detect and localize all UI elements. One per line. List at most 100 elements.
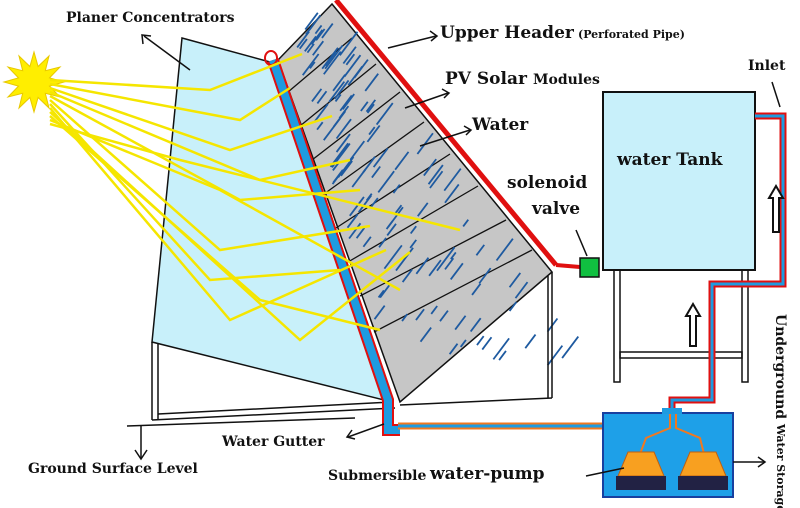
water-streak <box>332 110 347 128</box>
label-submersible: Submersible <box>328 468 427 484</box>
water-streak <box>450 262 464 280</box>
sun-ray <box>49 86 333 152</box>
water-streak <box>321 23 334 39</box>
water-streak <box>364 73 379 92</box>
water-streak <box>304 35 317 52</box>
water-streak <box>349 196 365 217</box>
water-streak <box>366 103 375 114</box>
water-streak <box>409 239 417 249</box>
water-streak <box>514 281 529 299</box>
water-streak <box>409 225 417 235</box>
water-streak <box>423 158 437 177</box>
water-streak <box>443 168 462 192</box>
water-streak <box>328 81 346 103</box>
water-streak <box>450 251 457 260</box>
sun-ray <box>49 99 371 252</box>
water-streak <box>401 313 408 322</box>
label-arrows <box>141 30 473 440</box>
water-streak <box>448 343 459 355</box>
sun-ray <box>49 115 381 332</box>
water-streak <box>471 283 482 296</box>
water-streak <box>430 305 438 315</box>
water-streak <box>478 267 492 284</box>
water-tank <box>602 91 756 271</box>
water-streak <box>377 170 395 193</box>
water-streak <box>377 289 385 298</box>
water-streak <box>312 40 325 56</box>
submersible-pump-1 <box>616 451 666 490</box>
sun-rays <box>49 52 461 342</box>
water-streak <box>311 88 323 102</box>
water-streak <box>343 54 362 78</box>
water-streak <box>370 197 379 208</box>
water-streak <box>339 31 359 56</box>
water-streak <box>302 53 320 76</box>
water-streak <box>375 102 394 126</box>
water-streak <box>357 194 372 213</box>
water-streak <box>321 47 339 70</box>
water-streak <box>298 38 308 50</box>
water-streak <box>429 170 444 189</box>
sun-ray <box>49 118 401 292</box>
water-streak <box>475 244 485 256</box>
water-streak <box>469 317 482 333</box>
water-streak <box>324 44 344 70</box>
water-streak <box>310 29 324 45</box>
label-planer-concentrators: Planer Concentrators <box>66 10 235 26</box>
sun-ray <box>49 107 387 322</box>
storage-arrowhead <box>757 456 767 468</box>
water-streak <box>332 74 346 92</box>
label-inlet: Inlet <box>748 58 786 74</box>
water-streak <box>314 24 323 35</box>
label-water-gutter: Water Gutter <box>222 434 325 450</box>
sun-icon <box>2 50 66 114</box>
label-valve: valve <box>532 199 581 219</box>
concentrator-frame <box>151 342 396 421</box>
valve-label-arrow <box>575 229 588 257</box>
water-streak <box>392 184 401 194</box>
water-streak <box>304 12 319 31</box>
water-streak <box>395 247 414 272</box>
water-streak <box>415 308 425 321</box>
water-streak <box>366 124 381 143</box>
water-streak <box>385 220 394 230</box>
water-streak <box>314 103 329 122</box>
water-streak <box>342 46 357 65</box>
water-streak <box>355 227 366 239</box>
label-pv-solar: PV Solar <box>445 69 527 89</box>
water-streak <box>546 345 564 366</box>
water-streak <box>341 93 355 110</box>
ground-surface-line <box>126 417 356 427</box>
water-streak <box>334 79 350 100</box>
water-streak <box>335 118 352 140</box>
flow-up-arrow-2 <box>684 302 702 347</box>
flow-up-arrow-1 <box>767 184 785 233</box>
water-streak <box>444 183 460 204</box>
water-streak <box>345 53 356 66</box>
water-streak <box>372 147 389 168</box>
water-streak <box>362 236 372 248</box>
sun-ray <box>49 122 461 232</box>
water-streak <box>348 222 362 240</box>
label-underground-water-storage: Underground Water Storage <box>772 314 788 508</box>
water-streak <box>436 246 456 272</box>
water-streak <box>492 337 510 360</box>
water-streak <box>332 162 340 171</box>
valve-pipe <box>555 263 581 269</box>
water-streak <box>454 315 467 331</box>
label-water: Water <box>472 115 529 135</box>
water-streak <box>340 160 353 177</box>
water-streak <box>459 339 467 348</box>
water-streak <box>417 202 429 217</box>
water-streak <box>353 59 369 79</box>
water-streak <box>379 284 391 299</box>
label-modules: Modules <box>533 72 600 88</box>
water-streak <box>315 28 326 41</box>
water-streak <box>346 213 359 229</box>
upper-header-pipe <box>334 0 558 267</box>
inlet-arrow <box>771 81 781 108</box>
water-streak <box>371 165 381 179</box>
solenoid-valve[interactable] <box>579 257 600 278</box>
